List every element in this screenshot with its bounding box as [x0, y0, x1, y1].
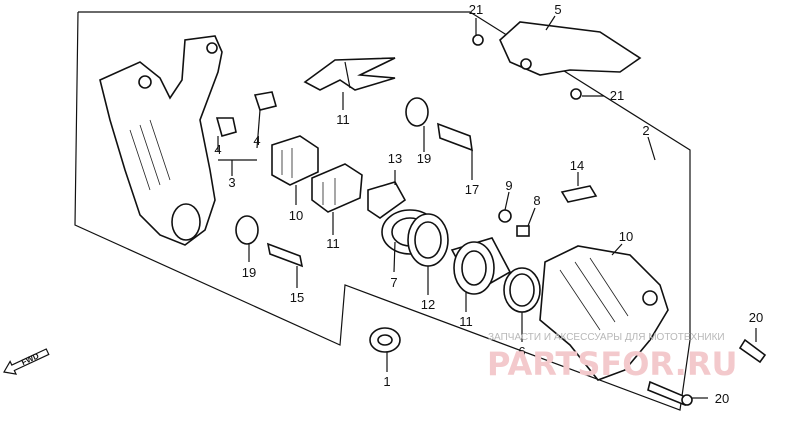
callout-20-lower: 20 [715, 391, 729, 406]
bolt-upper [738, 338, 767, 364]
callout-15: 13 [388, 151, 402, 166]
caliper-guard [499, 21, 642, 76]
pad-pin-plug [560, 185, 598, 203]
callout-13: 11 [336, 112, 350, 127]
callout-19-upper: 19 [417, 151, 431, 166]
callout-19-lower: 19 [242, 265, 256, 280]
caliper-body [539, 245, 669, 381]
pad-shim [367, 181, 407, 219]
callout-1: 1 [383, 374, 390, 389]
callout-5: 5 [554, 2, 561, 17]
callout-21-upper: 21 [469, 2, 483, 17]
callout-3: 3 [228, 175, 235, 190]
boot-lower [235, 215, 259, 245]
bolt-21-upper [472, 34, 484, 46]
caliper-bracket [99, 35, 223, 246]
bleed-valve-cap [498, 209, 512, 223]
callout-6: 6 [518, 344, 525, 359]
callout-11-upper: 10 [289, 208, 303, 223]
brake-pad-upper [271, 135, 319, 186]
callout-11-lower: 11 [326, 236, 340, 251]
callout-18: 17 [465, 182, 479, 197]
pad-clip-left [215, 117, 237, 137]
callout-16: 14 [570, 158, 584, 173]
bleed-valve [516, 225, 530, 237]
callout-4-right: 4 [253, 133, 260, 148]
boot-upper [405, 97, 429, 127]
square-seal [503, 267, 541, 313]
callout-21-lower: 21 [610, 88, 624, 103]
callout-17: 15 [290, 290, 304, 305]
piston-seal [407, 213, 449, 267]
callout-20-upper: 20 [749, 310, 763, 325]
watermark-logo: PARTSFOR.RU [487, 345, 737, 383]
pad-clip-right [253, 91, 277, 111]
callout-14: 12 [421, 297, 435, 312]
washer [369, 327, 401, 353]
callout-7: 7 [390, 275, 397, 290]
slide-pin-lower [266, 242, 304, 268]
callout-2: 2 [642, 123, 649, 138]
callout-8: 8 [533, 193, 540, 208]
bolt-lower [647, 380, 693, 407]
callout-9: 9 [505, 178, 512, 193]
callout-4-left: 4 [214, 142, 221, 157]
brake-pad-lower [311, 163, 363, 213]
forward-arrow-icon: FWD [3, 348, 50, 375]
callout-10: 10 [619, 229, 633, 244]
piston [450, 237, 512, 295]
slide-pin-upper [437, 122, 473, 152]
watermark-caption: ЗАПЧАСТИ И АКСЕССУАРЫ ДЛЯ МОТОТЕХНИКИ [488, 332, 725, 343]
callout-12: 11 [459, 314, 473, 329]
bolt-21-lower [570, 88, 582, 100]
pad-spring [303, 57, 396, 91]
leader-lines [217, 15, 757, 399]
forward-label: FWD [20, 351, 41, 367]
